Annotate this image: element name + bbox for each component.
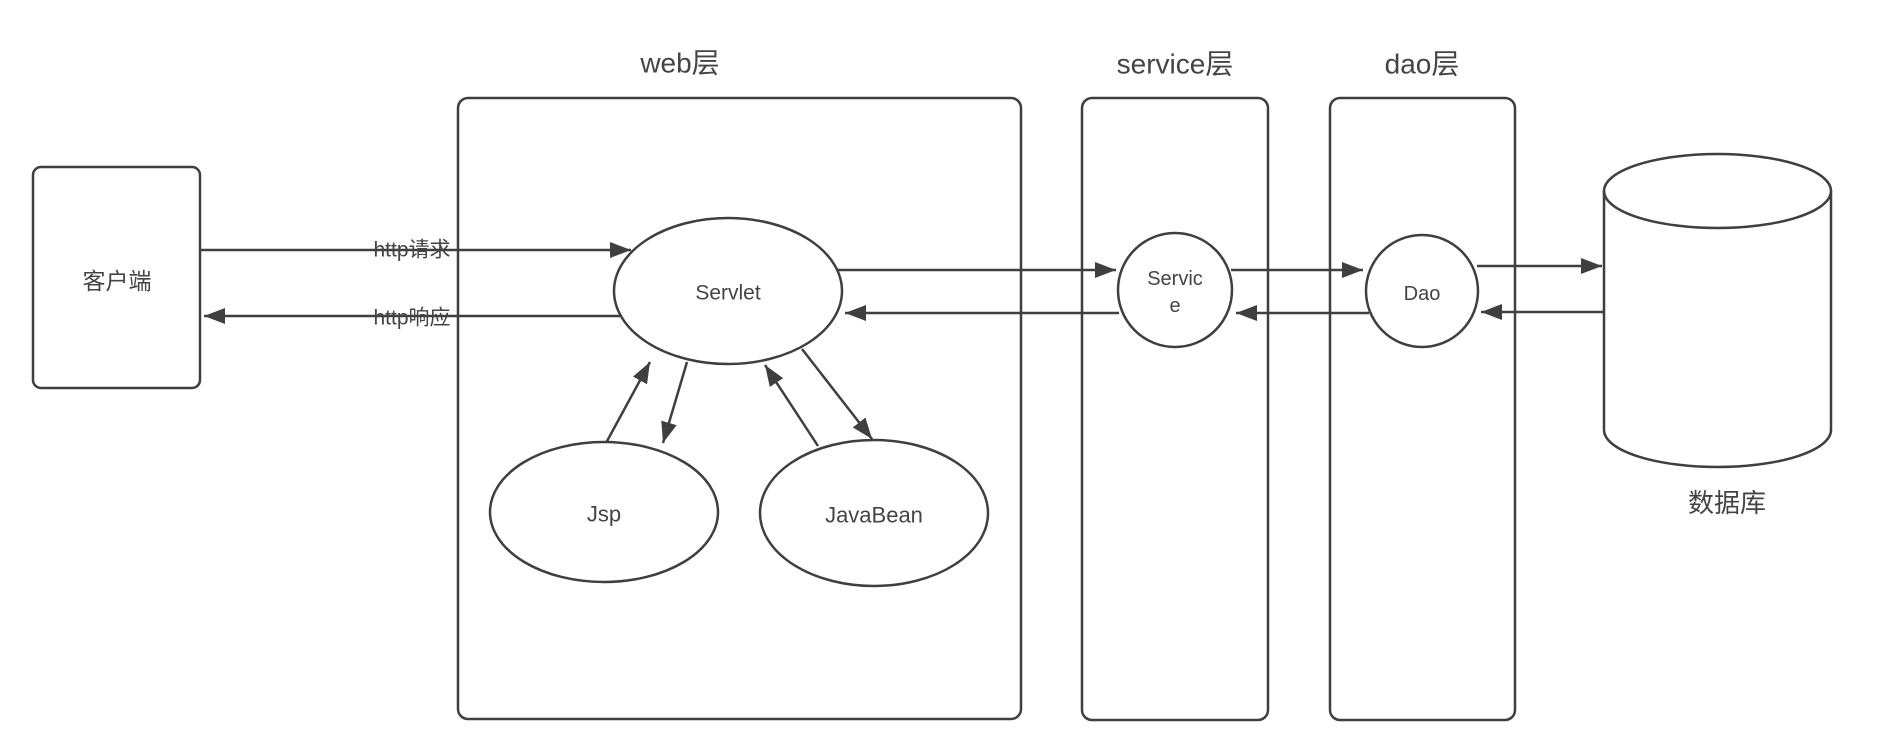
servlet-to-javabean-arrow (801, 348, 873, 440)
javabean-to-servlet-arrow (763, 364, 820, 447)
jsp-ellipse (488, 440, 720, 584)
http-request-label: http请求 (373, 239, 450, 262)
service-circle (1116, 231, 1234, 349)
client-label: 客户端 (83, 268, 152, 294)
http-response-label: http响应 (373, 307, 450, 330)
service-layer-box (1080, 96, 1270, 722)
servlet-ellipse (612, 216, 844, 366)
service-label-line2: e (1169, 295, 1180, 317)
jsp-label: Jsp (587, 502, 621, 527)
web-layer-title: web层 (639, 48, 719, 79)
dao-circle (1364, 233, 1480, 349)
service-label-line1: Servic (1147, 268, 1203, 290)
database-label: 数据库 (1688, 488, 1766, 518)
servlet-label: Servlet (695, 282, 761, 305)
javabean-ellipse (758, 438, 990, 588)
dao-label: Dao (1404, 283, 1441, 305)
client-box (31, 165, 202, 390)
database-cylinder (1602, 152, 1833, 469)
servlet-to-jsp-arrow (661, 361, 689, 444)
javabean-label: JavaBean (825, 503, 923, 528)
dao-layer-title: dao层 (1385, 49, 1460, 80)
jsp-to-servlet-arrow (604, 361, 652, 444)
web-layer-box (456, 96, 1023, 721)
dao-layer-box (1328, 96, 1517, 722)
database-cylinder-top (1602, 152, 1833, 230)
service-layer-title: service层 (1117, 49, 1234, 80)
